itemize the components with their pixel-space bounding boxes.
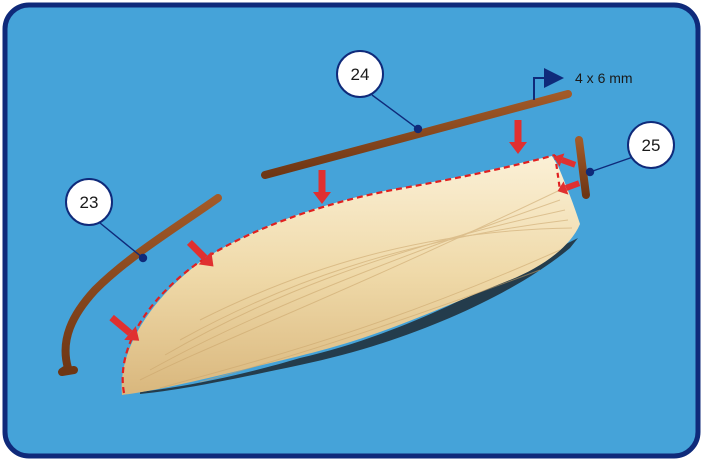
callout-25: 25 [628,122,674,168]
callout-number: 23 [80,193,99,212]
callout-number: 24 [351,65,370,84]
callout-24: 24 [337,51,383,97]
callout-23: 23 [66,179,112,225]
dimension-label: 4 x 6 mm [575,70,633,86]
callout-number: 25 [642,136,661,155]
